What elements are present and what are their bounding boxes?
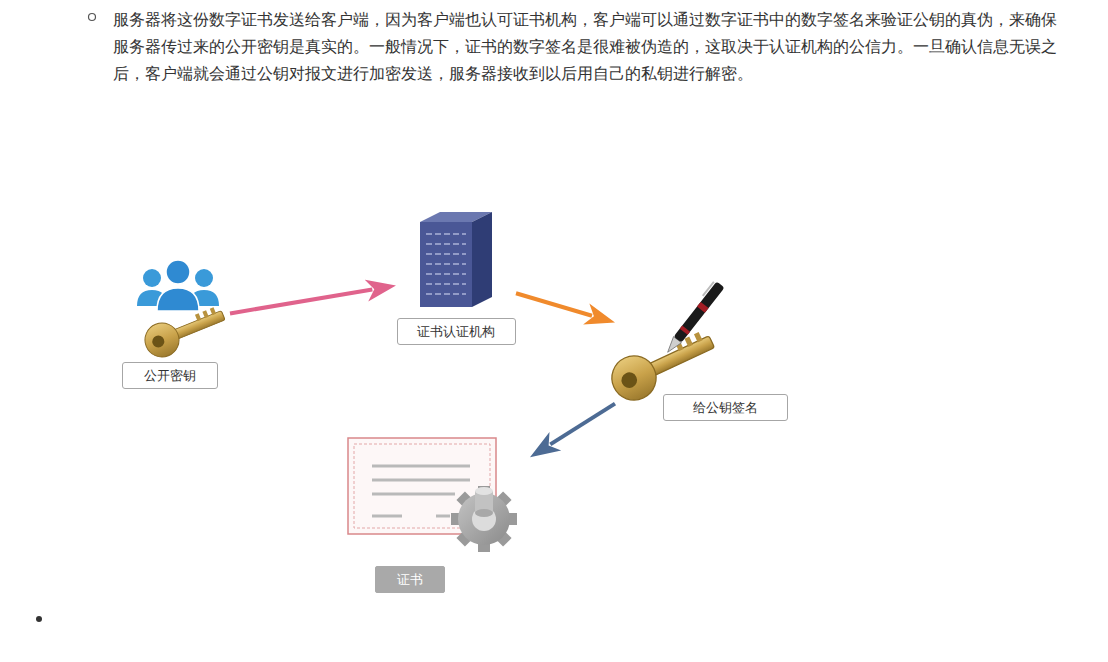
diagram-node: 证书认证机构 [396, 205, 516, 346]
node-label: 公开密钥 [122, 362, 218, 389]
node-label: 给公钥签名 [663, 394, 788, 421]
bullet-dot [89, 14, 96, 21]
pen-icon [662, 280, 724, 355]
node-label: 证书认证机构 [397, 318, 516, 345]
flow-arrow [516, 293, 592, 316]
diagram-node: 公开密钥 [110, 255, 230, 392]
node-label: 证书 [375, 566, 445, 593]
bullet-text: 服务器将这份数字证书发送给客户端，因为客户端也认可证书机构，客户端可以通过数字证… [113, 7, 1068, 88]
key-icon [140, 300, 230, 363]
flow-arrow [230, 290, 372, 314]
bullet-dot [36, 616, 42, 622]
users-icon [137, 260, 219, 311]
certificate-icon [348, 438, 496, 534]
diagram-node: 证书 [345, 435, 530, 596]
gear-icon [451, 486, 517, 552]
server-icon [420, 212, 492, 307]
flow-arrow [550, 404, 615, 445]
diagram-node: 给公钥签名 [615, 275, 790, 422]
